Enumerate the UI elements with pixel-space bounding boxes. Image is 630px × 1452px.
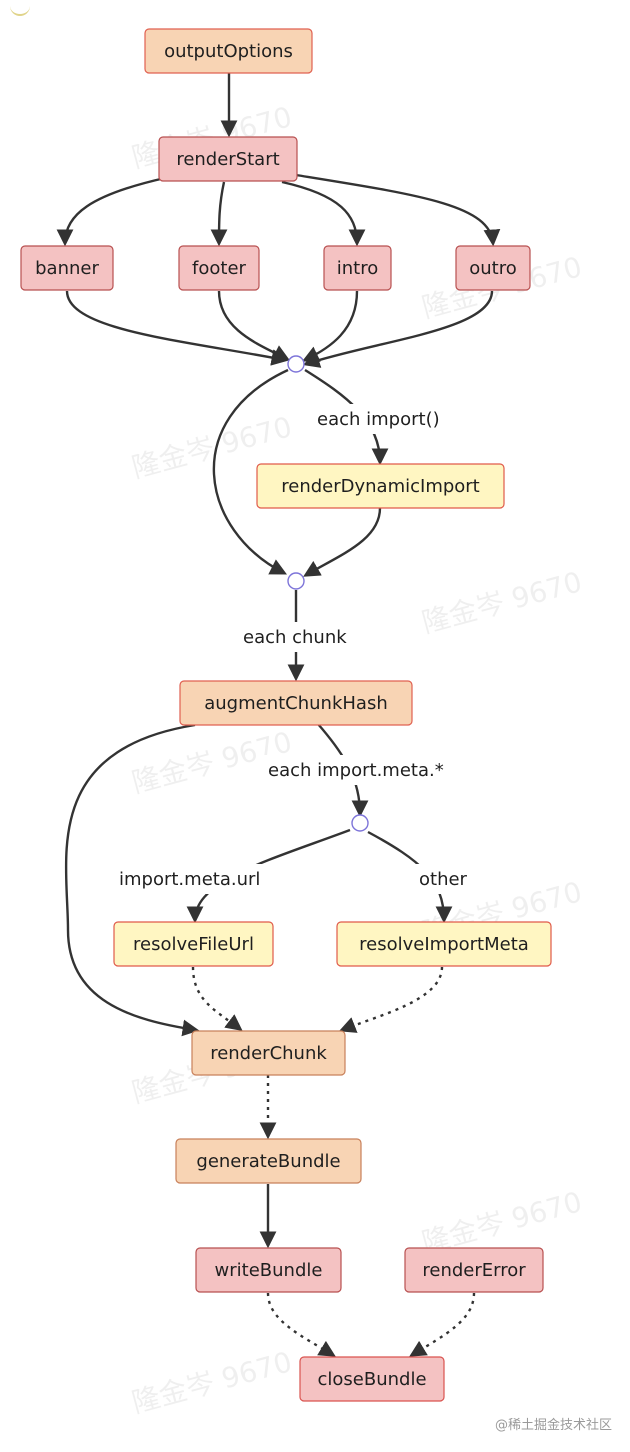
node-renderChunk: renderChunk	[191, 1030, 346, 1076]
edge-label-each-import-meta: each import.meta.*	[268, 760, 444, 781]
node-closeBundle: closeBundle	[299, 1356, 445, 1402]
node-label: generateBundle	[196, 1151, 340, 1172]
node-outputOptions: outputOptions	[144, 28, 313, 74]
edge-augmentChunkHash-renderChunk	[64, 723, 200, 1037]
edge-footer-junction1	[217, 290, 290, 361]
node-label: outputOptions	[164, 41, 293, 62]
node-banner: banner	[20, 245, 114, 291]
node-label: closeBundle	[317, 1369, 426, 1390]
edge-banner-junction1	[65, 290, 289, 366]
node-label: resolveImportMeta	[359, 934, 529, 955]
node-label: renderError	[422, 1260, 526, 1281]
edge-renderStart-outro	[295, 173, 501, 247]
edge-label-import-meta-url: import.meta.url	[119, 869, 260, 890]
edge-label-each-import: each import()	[317, 409, 440, 430]
edge-writeBundle-closeBundle	[266, 1292, 336, 1357]
node-label: augmentChunkHash	[204, 693, 388, 714]
node-footer: footer	[178, 245, 260, 291]
node-resolveImportMeta: resolveImportMeta	[336, 921, 552, 967]
node-resolveFileUrl: resolveFileUrl	[113, 921, 274, 967]
edge-renderStart-banner	[56, 176, 166, 247]
edge-label-each-chunk: each chunk	[243, 627, 347, 648]
node-label: renderDynamicImport	[281, 476, 480, 497]
edge-labels: each import() each chunk each import.met…	[114, 404, 474, 894]
watermark: 隆金岑 9670	[128, 1345, 295, 1419]
node-label: renderStart	[176, 149, 279, 170]
node-renderDynamicImport: renderDynamicImport	[256, 463, 505, 509]
edge-resolveFileUrl-renderChunk	[191, 966, 243, 1032]
node-label: footer	[192, 258, 246, 279]
edge-outro-junction1	[302, 290, 494, 368]
node-renderError: renderError	[404, 1247, 544, 1293]
source-credit: @稀土掘金技术社区	[494, 1418, 612, 1433]
node-label: writeBundle	[215, 1260, 323, 1281]
node-label: outro	[469, 258, 517, 279]
edge-intro-junction1	[301, 290, 359, 362]
corner-decoration	[10, 4, 30, 16]
node-label: banner	[35, 258, 99, 279]
node-label: resolveFileUrl	[133, 934, 254, 955]
junction-node	[287, 572, 305, 590]
node-label: intro	[337, 258, 378, 279]
junction-node	[287, 355, 305, 373]
edge-junction1-junction2	[212, 368, 289, 575]
edge-renderDynamicImport-junction2	[303, 507, 382, 577]
node-renderStart: renderStart	[158, 136, 298, 182]
edge-renderStart-footer	[210, 181, 228, 247]
edge-renderError-closeBundle	[409, 1292, 476, 1357]
node-label: renderChunk	[210, 1043, 327, 1064]
node-generateBundle: generateBundle	[175, 1138, 362, 1184]
junction-node	[351, 814, 369, 832]
node-augmentChunkHash: augmentChunkHash	[179, 680, 413, 726]
watermark: 隆金岑 9670	[418, 565, 585, 639]
edge-renderStart-intro	[281, 180, 366, 247]
node-writeBundle: writeBundle	[195, 1247, 342, 1293]
node-outro: outro	[455, 245, 531, 291]
nodes: outputOptions renderStart banner footer …	[20, 28, 552, 1402]
node-intro: intro	[323, 245, 392, 291]
edge-resolveImportMeta-renderChunk	[338, 966, 444, 1033]
edge-label-other: other	[419, 869, 468, 890]
junctions	[287, 355, 369, 832]
